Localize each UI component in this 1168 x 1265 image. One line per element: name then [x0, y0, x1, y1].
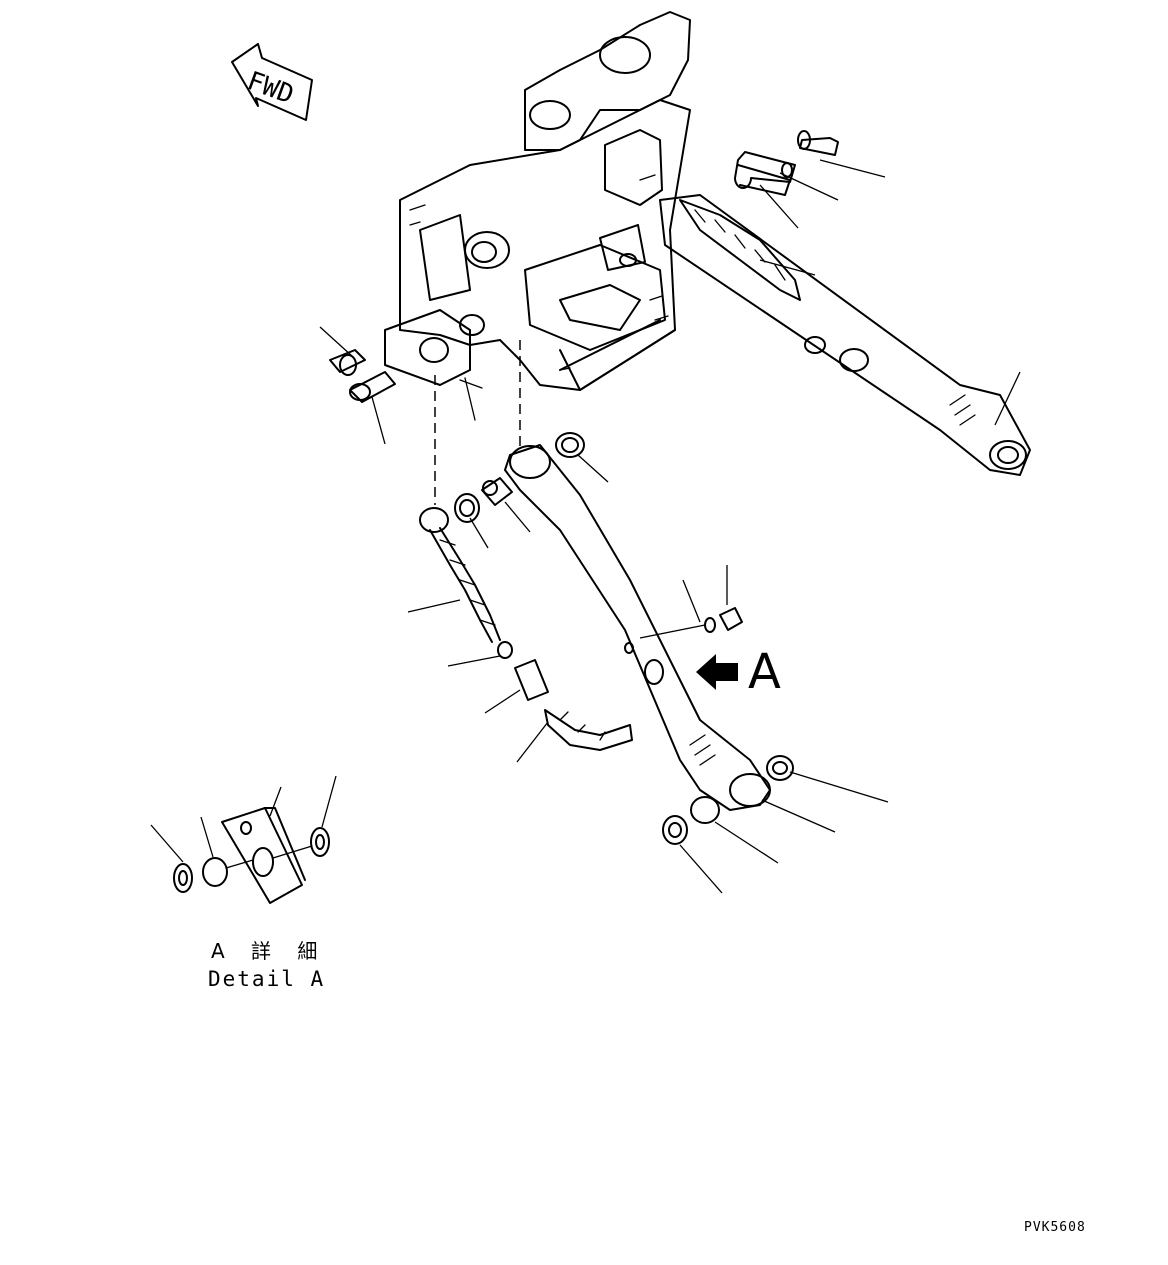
bushings [454, 432, 794, 845]
lower-check-chain [419, 507, 633, 751]
forward-direction-arrow: FWD [231, 43, 313, 121]
detail-caption-en: Detail A [208, 967, 325, 991]
leader-lines [150, 159, 1021, 894]
upper-pin-assembly [599, 130, 839, 271]
detail-a-inset [173, 807, 330, 904]
view-marker-letter: A [748, 644, 781, 700]
left-bracket-pin [329, 349, 396, 403]
rear-housing [384, 11, 691, 391]
drawing-code: PVK5608 [1024, 1220, 1086, 1235]
alignment-lines [434, 340, 521, 505]
nut-washer [639, 565, 743, 639]
left-lower-link [504, 444, 771, 811]
detail-caption-jp: A 詳 細 [211, 939, 327, 963]
right-lower-link [659, 194, 1031, 476]
view-marker: A [696, 644, 781, 700]
fwd-label: FWD [243, 66, 297, 110]
